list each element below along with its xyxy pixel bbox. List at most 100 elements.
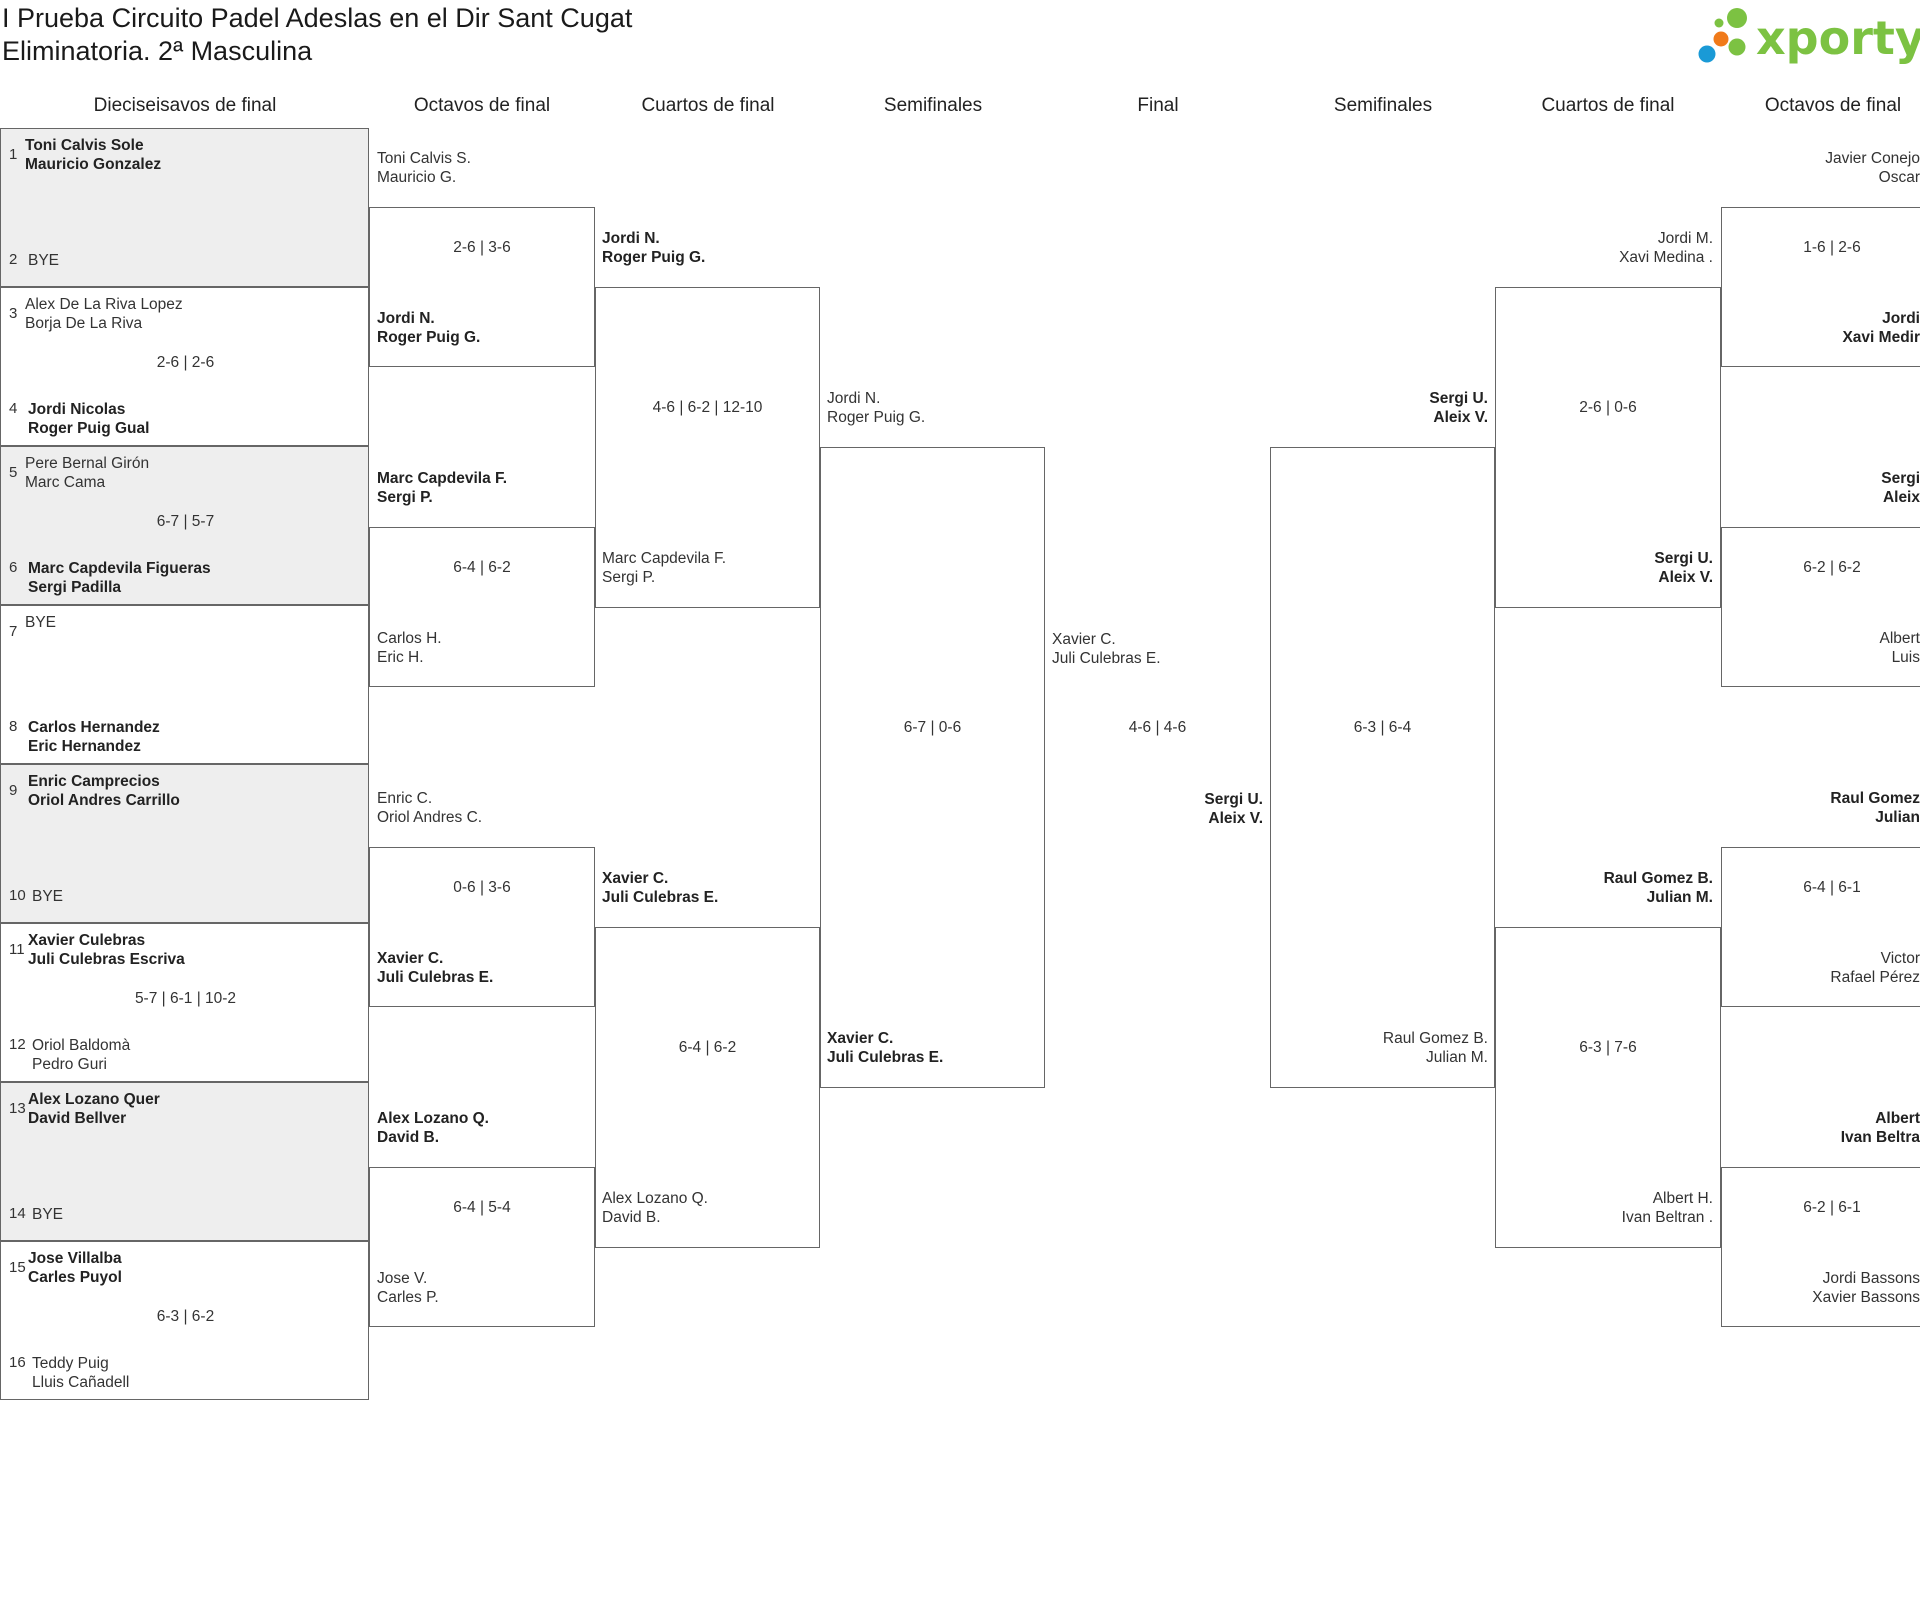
- player-name: Pere Bernal Girón: [25, 455, 150, 472]
- team-name: Sergi U.: [1429, 390, 1488, 407]
- player-name: Juli Culebras Escriva: [28, 951, 185, 968]
- seed-number: 2: [9, 251, 18, 268]
- finalist-name: Aleix V.: [1208, 810, 1263, 827]
- team-name: Toni Calvis S.: [377, 150, 471, 167]
- team-name: Albert H.: [1652, 1190, 1713, 1207]
- player-name: Oriol Baldomà: [32, 1037, 131, 1054]
- col-header-cuartos-left: Cuartos de final: [641, 95, 775, 116]
- player-name: Pedro Guri: [32, 1056, 107, 1073]
- match-box-cuartos-right[interactable]: [1495, 287, 1721, 608]
- player-name: Enric Camprecios: [28, 773, 160, 790]
- match-box-octavos-left[interactable]: [369, 1167, 595, 1327]
- team-name: Xavier Bassons: [1812, 1289, 1920, 1306]
- team-name: Aleix: [1882, 489, 1920, 506]
- match-score: 1-6 | 2-6: [1803, 239, 1861, 256]
- team-name: Aleix V.: [1658, 569, 1713, 586]
- team-name: Jordi: [1882, 310, 1920, 327]
- team-name: Oscar: [1878, 169, 1920, 186]
- finalist-name: Juli Culebras E.: [1052, 650, 1161, 667]
- team-name: Jordi N.: [827, 390, 881, 407]
- match-score: 5-7 | 6-1 | 10-2: [134, 990, 237, 1007]
- team-name: Albert: [1875, 1110, 1920, 1127]
- player-name: Teddy Puig: [32, 1355, 109, 1372]
- match-box-semifinal-right[interactable]: [1270, 447, 1495, 1088]
- match-box-octavos-left[interactable]: [369, 527, 595, 687]
- seed-number: 15: [9, 1259, 26, 1276]
- team-name: Juli Culebras E.: [602, 889, 719, 906]
- team-name: Xavier C.: [827, 1030, 894, 1047]
- player-name: BYE: [25, 614, 57, 631]
- team-name: Jordi N.: [602, 230, 660, 247]
- team-name: Carles P.: [377, 1289, 439, 1306]
- match-score: 2-6 | 3-6: [453, 239, 511, 256]
- match-box-cuartos-left[interactable]: [595, 927, 820, 1248]
- player-name: BYE: [32, 1206, 64, 1223]
- team-name: Xavier C.: [377, 950, 444, 967]
- team-name: Jose V.: [377, 1270, 428, 1287]
- team-name: Julian M.: [1646, 889, 1713, 906]
- team-name: Jordi M.: [1657, 230, 1713, 247]
- team-name: Enric C.: [377, 790, 433, 807]
- match-box-octavos-right[interactable]: [1721, 847, 1920, 1007]
- match-box-semifinal-left[interactable]: [820, 447, 1045, 1088]
- team-name: Luis: [1891, 649, 1920, 666]
- team-name: Victor: [1880, 950, 1920, 967]
- player-name: Sergi Padilla: [28, 579, 122, 596]
- match-score: 4-6 | 6-2 | 12-10: [652, 399, 763, 416]
- seed-number: 3: [9, 305, 18, 322]
- team-name: Sergi U.: [1654, 550, 1713, 567]
- team-name: Roger Puig G.: [602, 249, 706, 266]
- team-name: Eric H.: [377, 649, 424, 666]
- team-name: David B.: [602, 1209, 661, 1226]
- match-box-octavos-left[interactable]: [369, 847, 595, 1007]
- match-score: 0-6 | 3-6: [453, 879, 511, 896]
- team-name: Jordi N.: [377, 310, 435, 327]
- match-score: 6-3 | 7-6: [1579, 1039, 1637, 1056]
- col-header-semis-right: Semifinales: [1333, 95, 1433, 116]
- seed-number: 14: [9, 1205, 26, 1222]
- team-name: Alex Lozano Q.: [377, 1110, 489, 1127]
- seed-number: 12: [9, 1036, 26, 1053]
- xporty-logo[interactable]: xporty: [1690, 4, 1920, 70]
- match-box-octavos-right[interactable]: [1721, 527, 1920, 687]
- seed-number: 6: [9, 559, 18, 576]
- player-name: David Bellver: [28, 1110, 127, 1127]
- logo-text: xporty: [1756, 11, 1920, 65]
- player-name: BYE: [28, 252, 60, 269]
- team-name: Juli Culebras E.: [827, 1049, 944, 1066]
- team-name: Julian M.: [1425, 1049, 1488, 1066]
- match-box-cuartos-left[interactable]: [595, 287, 820, 608]
- player-name: Jordi Nicolas: [28, 401, 126, 418]
- team-name: Marc Capdevila F.: [602, 550, 727, 567]
- team-name: Alex Lozano Q.: [602, 1190, 708, 1207]
- player-name: Carles Puyol: [28, 1269, 122, 1286]
- seed-number: 13: [9, 1100, 26, 1117]
- seed-number: 11: [9, 941, 25, 958]
- team-name: Ivan Beltran .: [1621, 1209, 1713, 1226]
- player-name: Alex De La Riva Lopez: [25, 296, 183, 313]
- player-name: Oriol Andres Carrillo: [28, 792, 180, 809]
- match-score: 6-7 | 5-7: [156, 513, 215, 530]
- match-score: 6-4 | 6-1: [1803, 879, 1861, 896]
- match-score: 6-3 | 6-2: [156, 1308, 215, 1325]
- finalist-name: Xavier C.: [1052, 631, 1116, 648]
- player-name: Marc Capdevila Figueras: [28, 560, 211, 577]
- team-name: Roger Puig G.: [827, 409, 926, 426]
- team-name: Roger Puig G.: [377, 329, 481, 346]
- match-box-octavos-right[interactable]: [1721, 1167, 1920, 1327]
- match-box-cuartos-right[interactable]: [1495, 927, 1721, 1248]
- match-box-octavos-left[interactable]: [369, 207, 595, 367]
- match-box-octavos-right[interactable]: [1721, 207, 1920, 367]
- match-score: 6-4 | 5-4: [453, 1199, 511, 1216]
- col-header-final: Final: [1137, 95, 1179, 116]
- xporty-logo-mark: xporty: [1698, 8, 1920, 65]
- team-name: Raul Gomez: [1830, 790, 1920, 807]
